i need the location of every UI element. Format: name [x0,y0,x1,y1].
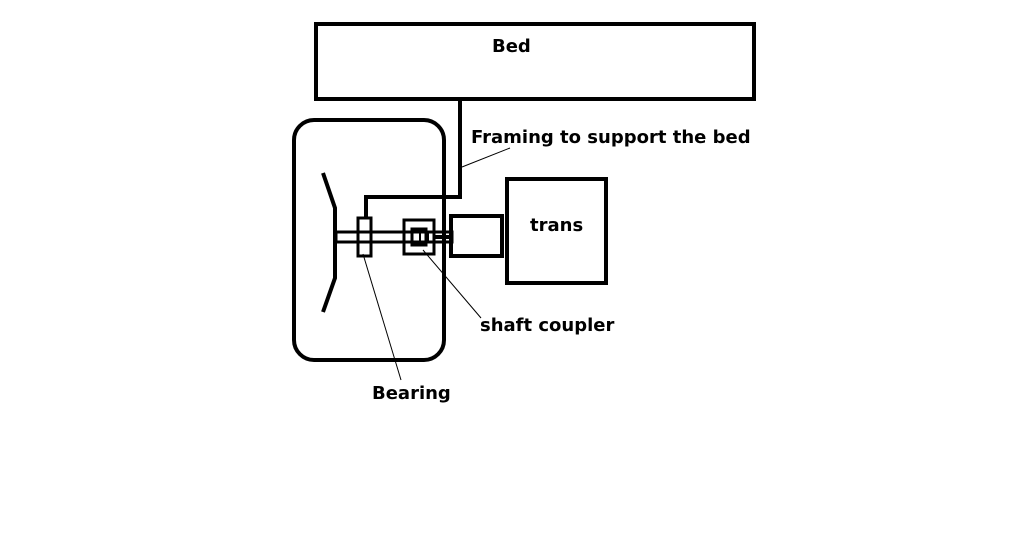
bearing-block [356,216,373,258]
trans-box [505,177,608,285]
shaft-coupler-leader [422,249,482,319]
bearing-label: Bearing [372,383,451,404]
motor-block [449,214,504,258]
bearing-leader [362,253,402,381]
shaft-coupler-core [419,231,429,243]
framing-support [364,99,462,218]
bed-box [314,22,756,101]
bed-label: Bed [492,36,531,57]
framing-label: Framing to support the bed [471,127,751,148]
wheel-rim [321,172,337,313]
shaft-coupler-inner [410,227,428,247]
shaft-coupler-label: shaft coupler [480,315,614,336]
wheel-outline [292,118,446,362]
framing-leader [461,147,511,168]
trans-label: trans [530,215,583,236]
